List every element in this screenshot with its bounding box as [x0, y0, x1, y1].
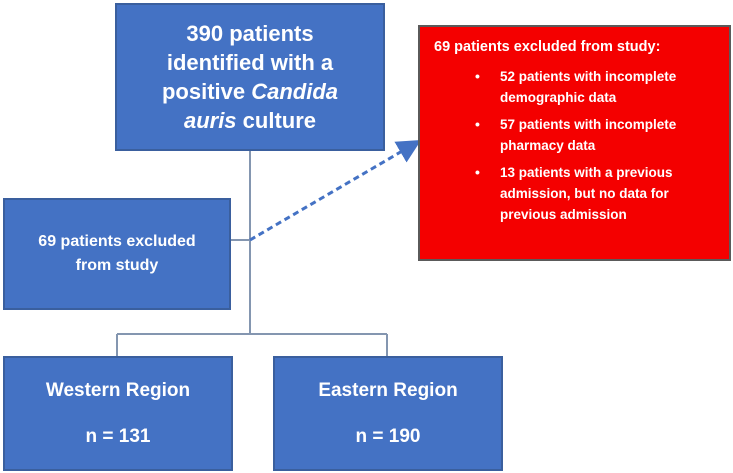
bullet-icon: •: [475, 164, 480, 180]
eastern-region-box: Eastern Region n = 190: [273, 356, 503, 471]
identified-patients-text: 390 patients identified with a positive …: [161, 21, 339, 133]
excluded-detail-heading: 69 patients excluded from study:: [434, 39, 661, 55]
excluded-detail-box: 69 patients excluded from study: • 52 pa…: [418, 25, 731, 261]
eastern-region-count: n = 190: [355, 425, 421, 447]
bullet-icon: •: [475, 116, 480, 132]
bullet-icon: •: [475, 68, 480, 84]
exclusion-reason-item: • 13 patients with a previous admission,…: [475, 164, 673, 222]
identified-patients-box: 390 patients identified with a positive …: [115, 3, 385, 151]
western-region-count: n = 131: [85, 425, 151, 447]
excluded-summary-box: 69 patients excluded from study: [3, 198, 231, 310]
western-region-box: Western Region n = 131: [3, 356, 233, 471]
exclusion-reason-item: • 57 patients with incomplete pharmacy d…: [475, 116, 677, 153]
eastern-region-label: Eastern Region: [318, 379, 458, 401]
exclusion-reason-item: • 52 patients with incomplete demographi…: [475, 68, 677, 105]
western-region-label: Western Region: [45, 379, 191, 401]
excluded-summary-text: 69 patients excluded from study: [38, 233, 196, 274]
exclusion-dashed-arrow: [249, 139, 422, 242]
exclusion-reasons-list: • 52 patients with incomplete demographi…: [434, 66, 717, 225]
